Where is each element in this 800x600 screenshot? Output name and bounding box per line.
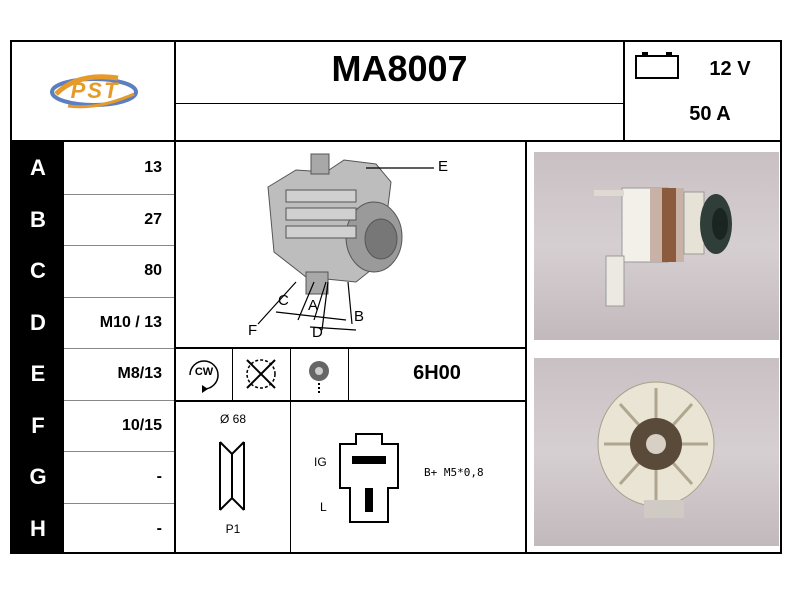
rule-header-bottom [10,140,782,142]
dim-value-a: 13 [144,159,162,176]
label-d: D [312,324,323,341]
brand-logo: PST [48,66,140,116]
dim-letter-h: H [12,503,64,554]
rule-icons-1 [232,348,233,400]
dim-value-e: M8/13 [117,365,162,382]
dim-letter-b: B [12,194,64,245]
pulley-type: P1 [225,522,241,536]
spec-sheet-frame [10,40,782,554]
rule-header-right [623,40,625,142]
dim-value-b: 27 [144,210,162,228]
cw-label: CW [194,366,214,378]
dim-value-d: M10 / 13 [99,313,162,331]
alternator-side-photo [534,152,779,340]
part-number: MA8007 [331,48,468,89]
clock-position-icon [291,349,348,400]
pulley-icon [212,436,252,516]
rule-icons-3 [348,348,349,400]
connector-b-plus: B+ M5*0,8 [424,466,484,479]
dim-row-rule [64,245,174,246]
dim-letter-d: D [12,297,64,348]
dim-row-rule [64,194,174,195]
rule-drawing-right [525,140,527,554]
label-e: E [438,158,449,175]
label-c: C [278,292,289,309]
dim-row-rule [64,400,174,401]
rule-drawing-bottom [174,347,526,349]
clock-code: 6H00 [413,362,461,384]
dim-value-g: - [156,468,162,485]
dim-value-h: - [156,519,162,537]
logo-graphic [50,74,138,109]
dim-row-rule [64,297,174,298]
battery-icon [634,48,680,80]
label-a: A [308,297,319,314]
dim-value-f: 10/15 [121,416,162,434]
alternator-drawing: E C A B F D [176,142,525,347]
rule-icons-bottom [174,400,526,402]
cw-rotation-icon: CW [176,349,232,400]
voltage-value: 12 V [709,58,751,80]
rule-logo-right [174,40,176,554]
dim-letter-e: E [12,348,64,400]
dim-letter-c: C [12,245,64,297]
connector-ig: IG [314,455,327,469]
no-ccw-icon [233,349,290,400]
dim-value-c: 80 [144,262,162,279]
connector-plug-icon [336,432,402,526]
dim-row-rule [64,451,174,452]
dim-row-rule [64,503,174,504]
dim-letter-g: G [12,451,64,503]
label-b: B [354,308,365,325]
connector-l: L [320,500,327,514]
alternator-rear-photo [534,358,779,546]
dim-row-rule [64,348,174,349]
pulley-diameter: Ø 68 [219,412,246,426]
label-f: F [248,322,258,339]
logo-text: PST [70,78,120,103]
dim-letter-f: F [12,400,64,451]
amperage-value: 50 A [689,103,731,125]
rule-icons-2 [290,348,291,554]
rule-header-mid [174,103,624,104]
dim-letter-a: A [12,142,64,194]
